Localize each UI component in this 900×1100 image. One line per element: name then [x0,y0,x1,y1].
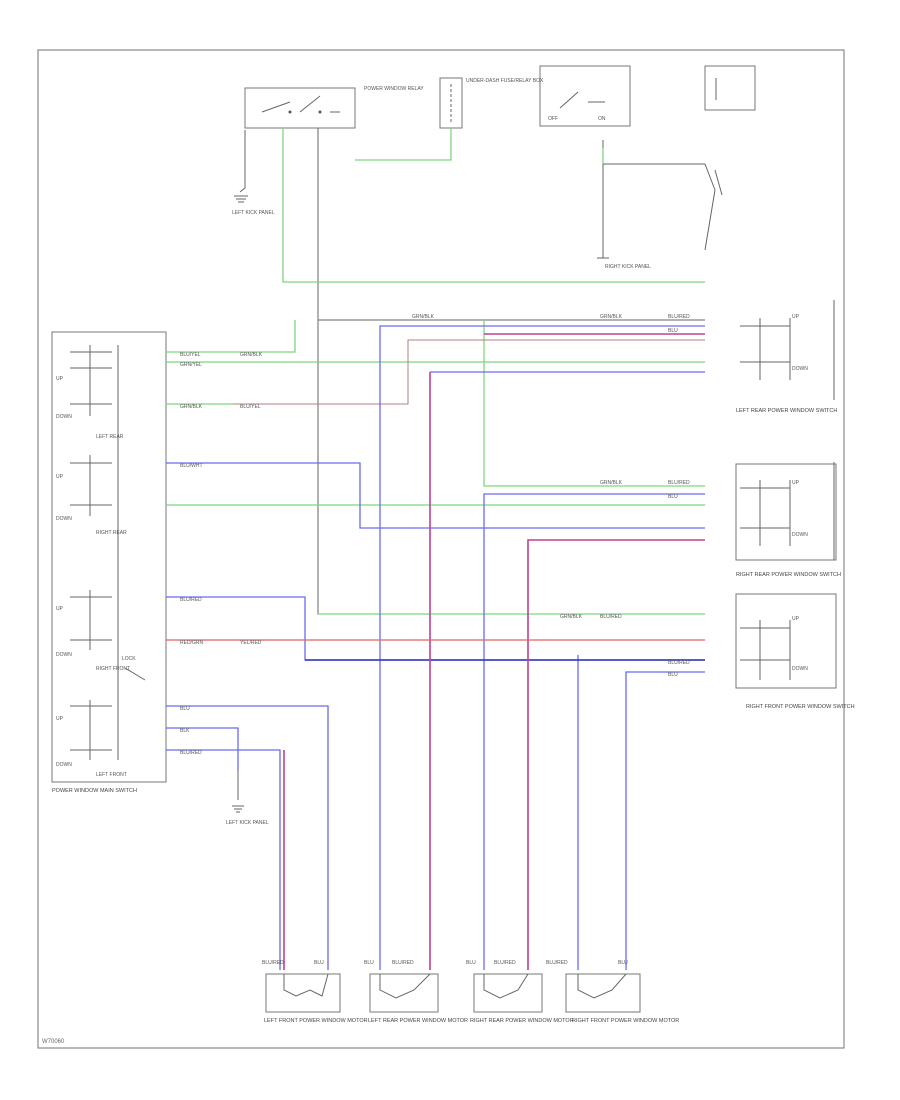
rr-down-label: DOWN [792,532,808,538]
up-label-3: UP [56,606,64,612]
rf-motor-wire-b: BLU [618,960,628,966]
ground-right-kick-panel: RIGHT KICK PANEL [597,140,651,270]
wl-18: GRN/BLK [600,480,623,486]
down-label-1: DOWN [56,414,72,420]
wl-6: BLU/WHT [180,463,203,469]
rr-motor-wire-a: BLU [466,960,476,966]
wl-1: BLU/YEL [180,352,201,358]
lr-motor-wire-b: BLU/RED [392,960,414,966]
up-label-1: UP [56,376,64,382]
down-label-3: DOWN [56,652,72,658]
wl-5: BLU/YEL [240,404,261,410]
right-front-motor: BLU/RED BLU RIGHT FRONT POWER WINDOW MOT… [546,960,679,1024]
right-front-label: RIGHT FRONT [96,666,130,672]
rr-motor-label: RIGHT REAR POWER WINDOW MOTOR [470,1018,574,1024]
footer-code: W70060 [42,1039,65,1045]
wl-14: GRN/BLK [412,314,435,320]
ground-left-label: LEFT KICK PANEL [232,210,275,216]
left-rear-switch: UP DOWN LEFT REAR POWER WINDOW SWITCH [736,300,837,414]
wire-label-group: BLU/YEL GRN/BLK GRN/YEL GRN/BLK BLU/YEL … [180,314,690,756]
main-switch-contacts: UP DOWN LEFT REAR UP DOWN RIGHT REAR UP … [56,345,146,778]
rr-up-label: UP [792,480,800,486]
lf-motor-label: LEFT FRONT POWER WINDOW MOTOR [264,1018,368,1024]
ground-main-label: LEFT KICK PANEL [226,820,269,826]
wl-12: BLK [180,728,190,734]
right-front-switch-label: RIGHT FRONT POWER WINDOW SWITCH [746,704,855,710]
power-window-main-switch: POWER WINDOW MAIN SWITCH [51,331,167,794]
left-rear-switch-label: LEFT REAR POWER WINDOW SWITCH [736,408,837,414]
main-switch-label: POWER WINDOW MAIN SWITCH [52,788,137,794]
up-label-4: UP [56,716,64,722]
wl-2: GRN/BLK [240,352,263,358]
wl-20: BLU [668,494,678,500]
relay-label: POWER WINDOW RELAY [364,86,424,92]
fuse-right [704,65,756,111]
down-label-2: DOWN [56,516,72,522]
ignition-off-label: OFF [548,116,558,122]
rf-motor-label: RIGHT FRONT POWER WINDOW MOTOR [572,1018,679,1024]
rf-up-label: UP [792,616,800,622]
lf-motor-wire-b: BLU [314,960,324,966]
wire-brown [233,339,705,405]
wl-3: GRN/YEL [180,362,202,368]
wl-15: GRN/BLK [600,314,623,320]
rf-motor-wire-a: BLU/RED [546,960,568,966]
right-rear-switch-label: RIGHT REAR POWER WINDOW SWITCH [736,572,841,578]
ground-right-label: RIGHT KICK PANEL [605,264,651,270]
wl-11: BLU [180,706,190,712]
wl-17: BLU [668,328,678,334]
lr-motor-label: LEFT REAR POWER WINDOW MOTOR [368,1018,468,1024]
wl-24: BLU [668,672,678,678]
right-front-switch: UP DOWN RIGHT FRONT POWER WINDOW SWITCH [735,593,855,710]
fuse-box-label: UNDER-DASH FUSE/RELAY BOX [466,78,544,84]
wl-4: GRN/BLK [180,404,203,410]
lr-up-label: UP [792,314,800,320]
right-rear-switch: UP DOWN RIGHT REAR POWER WINDOW SWITCH [735,462,841,578]
ignition-switch: OFF ON [539,65,631,127]
diagram-frame [37,49,845,1049]
left-front-motor: BLU/RED BLU LEFT FRONT POWER WINDOW MOTO… [262,960,368,1024]
up-label-2: UP [56,474,64,480]
blue-wires [166,325,705,970]
wl-23: BLU/RED [668,660,690,666]
down-label-4: DOWN [56,762,72,768]
wl-21: GRN/BLK [560,614,583,620]
lr-down-label: DOWN [792,366,808,372]
wire-black-main [317,128,560,615]
right-rear-label: RIGHT REAR [96,530,127,536]
lr-motor-wire-a: BLU [364,960,374,966]
fuse-box: UNDER-DASH FUSE/RELAY BOX [439,77,544,129]
left-rear-motor: BLU BLU/RED LEFT REAR POWER WINDOW MOTOR [364,960,468,1024]
power-window-relay: POWER WINDOW RELAY [244,86,424,129]
left-rear-label: LEFT REAR [96,434,124,440]
wl-16: BLU/RED [668,314,690,320]
ignition-on-label: ON [598,116,606,122]
right-rear-motor: BLU BLU/RED RIGHT REAR POWER WINDOW MOTO… [466,960,574,1024]
rr-motor-wire-b: BLU/RED [494,960,516,966]
main-lock-switch [603,163,723,251]
violet-wires [283,333,705,970]
lf-motor-wire-a: BLU/RED [262,960,284,966]
wl-8: BLU/RED [180,597,202,603]
wl-13: BLU/RED [180,750,202,756]
lock-label: LOCK [122,656,136,662]
rf-down-label: DOWN [792,666,808,672]
wl-10: YEL/RED [240,640,262,646]
wl-22: BLU/RED [600,614,622,620]
ground-main-switch: LEFT KICK PANEL [226,770,269,826]
wl-19: BLU/RED [668,480,690,486]
green-wires [166,128,705,615]
wl-9: RED/GRN [180,640,203,646]
ground-left-kick-panel: LEFT KICK PANEL [232,130,275,216]
left-front-label: LEFT FRONT [96,772,127,778]
